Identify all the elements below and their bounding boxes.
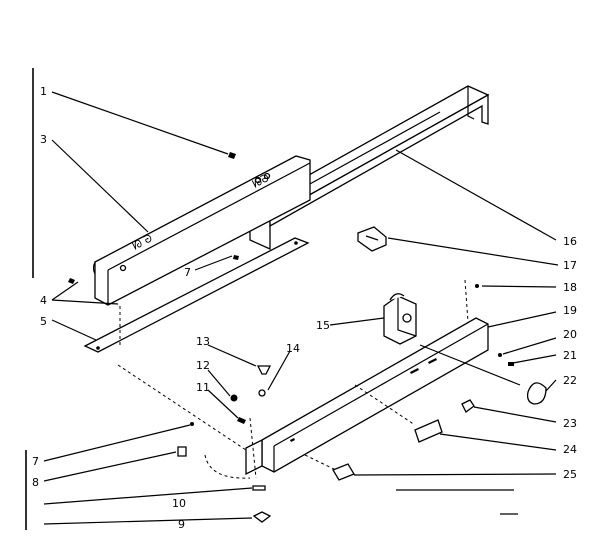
callout-9: 9 [178,518,185,531]
washer-20 [498,353,502,357]
callout-23: 23 [563,417,577,430]
clip-part-17 [357,226,387,252]
callout-8: 8 [32,476,39,489]
screw-4 [68,278,75,284]
screw-18 [475,284,479,288]
callout-11: 11 [196,381,210,394]
spring-8 [177,446,187,457]
flat-strip-part [83,237,310,353]
callout-16: 16 [563,235,577,248]
bolt-13 [256,365,272,375]
plate-24 [414,419,443,443]
callout-25: 25 [563,468,577,481]
callout-18: 18 [563,281,577,294]
callout-3: 3 [40,133,47,146]
star-washer-9 [252,511,272,523]
dashed-outline [204,454,251,479]
callout-10: 10 [172,497,186,510]
callout-7-lower: 7 [32,455,39,468]
callout-1: 1 [40,85,47,98]
callout-19: 19 [563,304,577,317]
callout-21: 21 [563,349,577,362]
callout-17: 17 [563,259,577,272]
clip-23 [461,399,475,413]
callout-5: 5 [40,315,47,328]
callout-20: 20 [563,328,577,341]
side-panel-part: ᘗ ᘒ ᘗᘒ [92,155,311,306]
washer-14 [258,389,266,397]
callout-4: 4 [40,294,47,307]
clip-11 [237,417,246,424]
screw-7-upper [233,255,239,260]
leader-lines [43,91,559,525]
nut-12 [230,394,238,402]
cap-25 [332,463,355,481]
knob-22 [526,382,547,405]
callout-22: 22 [563,374,577,387]
screw-7-lower [190,422,194,426]
bracket-part-15 [383,293,417,345]
washer-10 [252,485,266,491]
screw-21 [508,362,514,366]
callout-24: 24 [563,443,577,456]
callout-15: 15 [316,319,330,332]
callout-12: 12 [196,359,210,372]
screw-1 [228,152,236,159]
callout-7-upper: 7 [184,266,191,279]
callout-14: 14 [286,342,300,355]
callout-13: 13 [196,335,210,348]
base-rail-part [245,317,489,476]
